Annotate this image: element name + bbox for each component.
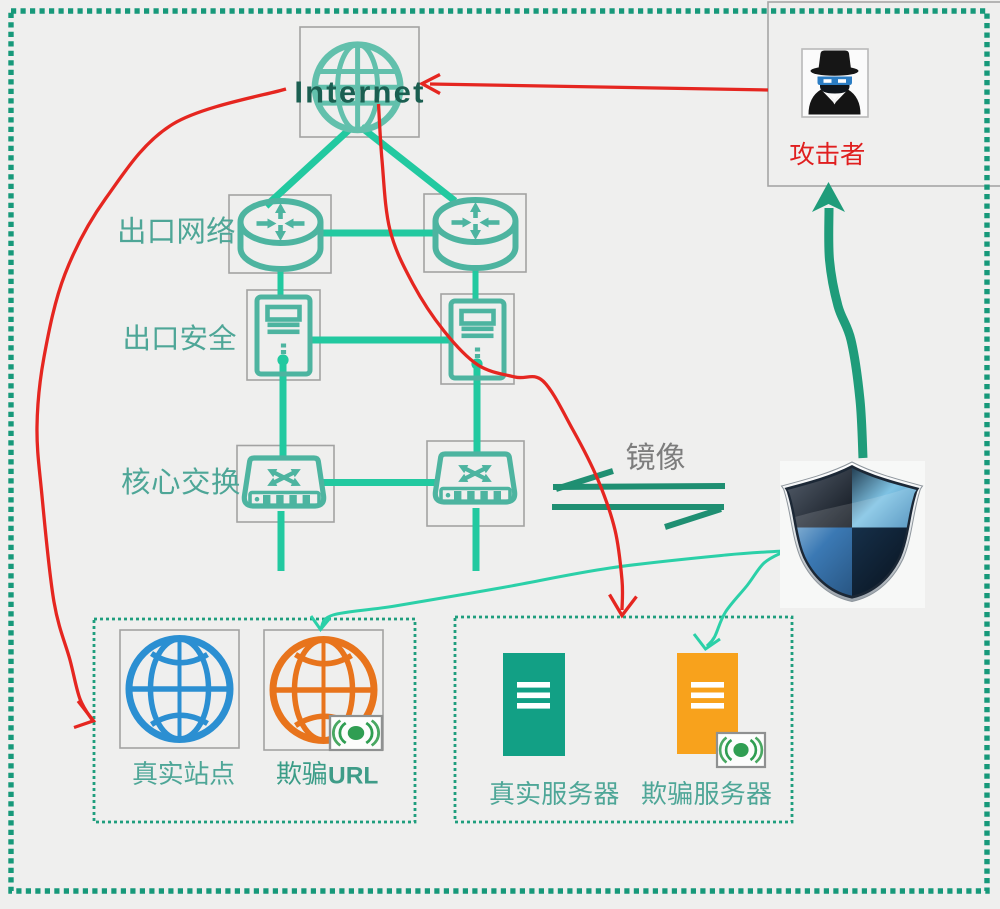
svg-text:Internet: Internet [294, 75, 425, 110]
svg-text:URL: URL [328, 763, 378, 790]
